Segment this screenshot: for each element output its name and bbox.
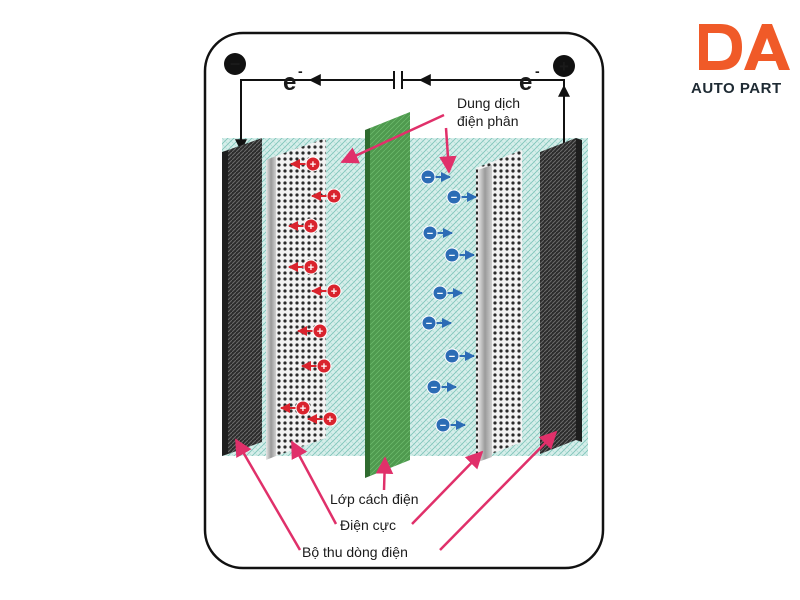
- negative-ion: −: [444, 247, 475, 263]
- negative-ions: − − − − − − − − −: [420, 169, 477, 433]
- svg-text:−: −: [437, 288, 443, 300]
- right-electrode: [476, 150, 522, 462]
- negative-ion: −: [421, 315, 452, 331]
- label-electrolyte-line2: điện phân: [457, 113, 519, 129]
- pointer-electrode-left: [290, 440, 338, 525]
- pointer-collector-left: [234, 438, 302, 551]
- positive-ion: +: [301, 358, 332, 374]
- positive-ion: +: [311, 188, 342, 204]
- svg-text:−: −: [440, 420, 446, 432]
- positive-ion: +: [290, 156, 321, 172]
- left-electrode: [266, 138, 326, 460]
- svg-text:+: +: [559, 57, 569, 76]
- svg-text:−: −: [426, 318, 432, 330]
- label-electrolyte-line1: Dung dịch: [457, 95, 520, 111]
- svg-text:+: +: [308, 262, 314, 274]
- negative-ion: −: [422, 225, 453, 241]
- negative-ion: −: [426, 379, 457, 395]
- electron-label-left: e: [283, 69, 296, 96]
- svg-text:−: −: [449, 351, 455, 363]
- negative-ion: −: [435, 417, 466, 433]
- svg-text:−: −: [427, 228, 433, 240]
- pointer-electrode-right: [411, 450, 484, 525]
- svg-text:+: +: [327, 414, 333, 426]
- svg-text:−: −: [431, 382, 437, 394]
- positive-ion: +: [280, 400, 311, 416]
- negative-terminal-icon: −: [224, 53, 246, 75]
- label-separator: Lớp cách điện: [330, 491, 419, 507]
- svg-text:+: +: [321, 361, 327, 373]
- positive-ions: + + + + + + + + +: [280, 156, 342, 427]
- svg-text:−: −: [449, 250, 455, 262]
- svg-text:−: −: [230, 54, 241, 74]
- negative-ion: −: [420, 169, 451, 185]
- label-collector: Bộ thu dòng điện: [302, 544, 408, 560]
- positive-ion: +: [288, 259, 319, 275]
- positive-ion: +: [297, 323, 328, 339]
- electron-charge-left: -: [298, 63, 303, 79]
- svg-text:+: +: [331, 191, 337, 203]
- svg-text:−: −: [451, 192, 457, 204]
- electron-label-right: e: [519, 69, 532, 96]
- electron-charge-right: -: [535, 63, 540, 79]
- negative-ion: −: [432, 285, 463, 301]
- positive-terminal-icon: +: [553, 55, 575, 77]
- logo-text: AUTO PART: [691, 80, 782, 97]
- logo-mark: [699, 24, 790, 70]
- pointer-electrolyte-left: [340, 113, 445, 164]
- negative-ion: −: [444, 348, 475, 364]
- pointer-collector-right: [439, 430, 558, 551]
- negative-ion: −: [446, 189, 477, 205]
- pointer-electrolyte-right: [439, 127, 457, 174]
- svg-text:+: +: [317, 326, 323, 338]
- left-current-collector: [222, 138, 262, 456]
- right-current-collector: [540, 138, 582, 454]
- svg-text:+: +: [308, 221, 314, 233]
- separator-membrane: [365, 112, 410, 478]
- pointer-separator: [375, 456, 394, 491]
- positive-ion: +: [288, 218, 319, 234]
- svg-text:+: +: [300, 403, 306, 415]
- svg-text:+: +: [331, 286, 337, 298]
- svg-text:−: −: [425, 172, 431, 184]
- positive-ion: +: [307, 411, 338, 427]
- positive-ion: +: [311, 283, 342, 299]
- svg-text:+: +: [310, 159, 316, 171]
- label-electrode: Điện cực: [340, 517, 396, 533]
